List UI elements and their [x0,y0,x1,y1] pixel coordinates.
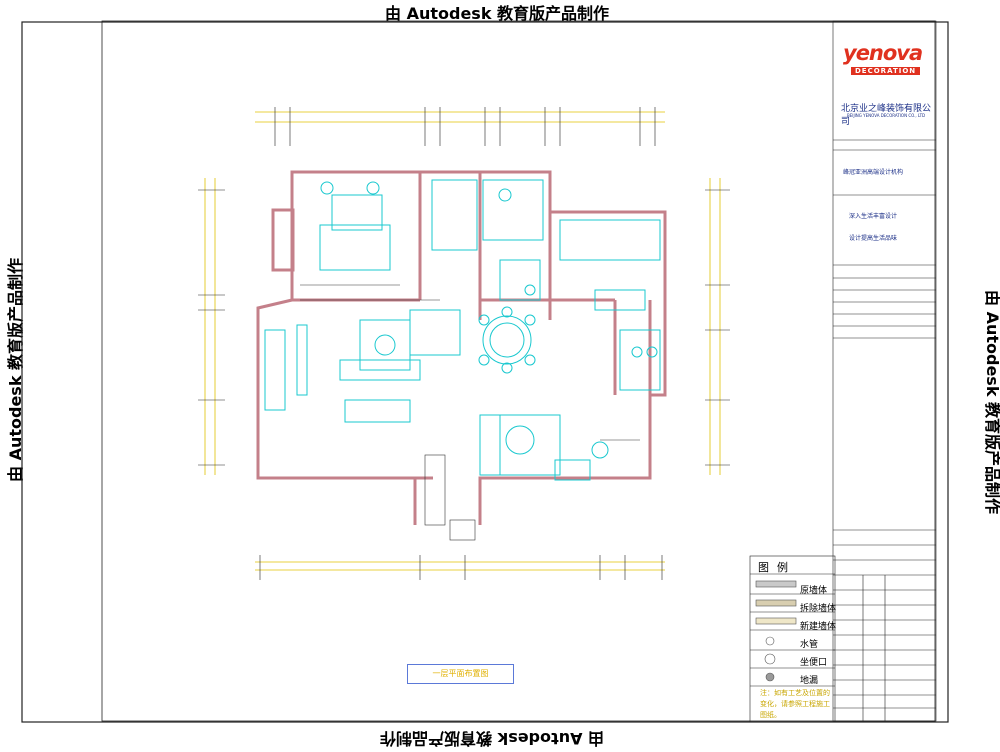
title-block-slogan-2: 深入生活丰富设计 [849,213,898,220]
legend-box [749,555,836,723]
legend-title: 图例 [758,561,796,574]
legend-label-toilet-outlet: 坐便口 [800,658,828,668]
autodesk-stamp-top: 由 Autodesk 教育版产品制作 [385,4,610,23]
floor-plan-furniture [264,179,661,481]
sheet-border-inner [101,20,936,722]
legend-label-original-wall: 原墙体 [800,586,828,596]
title-block-slogan-1: 峰冠亚洲高端设计机构 [843,169,904,176]
legend-symbol-toilet-outlet [764,653,776,665]
legend-note: 注：如有工艺及位置的变化，请参照工程施工图纸。 [760,689,830,719]
company-logo: yenova [843,41,923,65]
legend-label-new-wall: 新建墙体 [800,622,837,632]
legend-swatch-demolished-wall [755,599,797,607]
legend-swatch-original-wall [755,580,797,588]
title-block-slogan-3: 设计提高生活品味 [849,235,898,242]
legend-swatches [755,580,797,682]
dimension-ticks [198,107,730,580]
legend: 图例 原墙体 拆除墙体 新建墙体 水管 坐便口 地漏 注：如有工艺及位置的变化，… [750,556,837,722]
legend-label-water-pipe: 水管 [800,640,819,650]
company-name-en: BEIJING YENOVA DECORATION CO., LTD [847,113,926,118]
title-block-grid [832,20,937,722]
company-logo-sub: DECORATION [851,67,921,75]
legend-symbol-floor-drain [765,672,775,682]
plan-title: 一层平面布置图 [407,664,514,684]
floor-plan-walls [256,170,667,525]
sheet-border-outer [21,21,949,723]
legend-label-demolished-wall: 拆除墙体 [800,604,837,614]
company-name: 北京业之峰装饰有限公司 [841,104,932,127]
legend-swatch-new-wall [755,617,797,625]
floor-plan-details [300,284,640,541]
title-block: yenova DECORATION 北京业之峰装饰有限公司 BEIJING YE… [833,21,936,721]
dimension-lines [204,111,721,571]
legend-label-floor-drain: 地漏 [800,676,819,686]
legend-symbol-water-pipe [765,636,775,646]
